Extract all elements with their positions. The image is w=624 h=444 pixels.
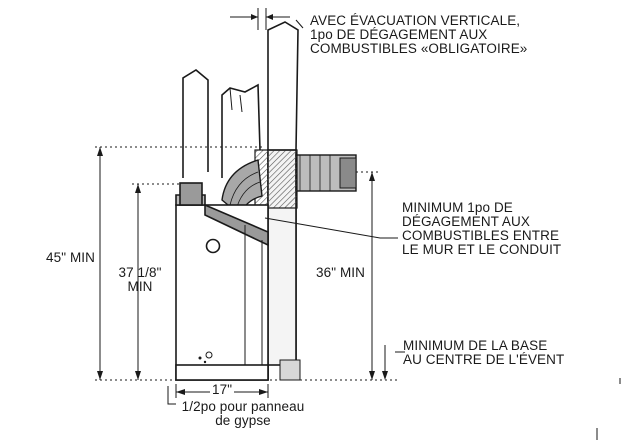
- vertical-vent-pipes: [182, 69, 261, 178]
- horizontal-vent-termination: [254, 149, 357, 209]
- wall-conduit-clearance-label: MINIMUM 1po DE DÉGAGEMENT AUX COMBUSTIBL…: [402, 200, 562, 257]
- dimension-lines: [95, 8, 400, 405]
- base-to-vent-label: MINIMUM DE LA BASE AU CENTRE DE L'ÉVENT: [403, 338, 565, 367]
- gypsum-panel-label: 1/2po pour panneau de gypse: [181, 399, 305, 428]
- dimension-37-min-label: 37 1/8" MIN: [118, 265, 162, 294]
- fireplace-unit: [175, 182, 269, 381]
- vertical-vent-clearance-label: AVEC ÉVACUATION VERTICALE, 1po DE DÉGAGE…: [310, 13, 528, 56]
- dimension-45-min-label: 45" MIN: [46, 250, 96, 265]
- dimension-36-min-label: 36" MIN: [316, 265, 366, 280]
- edge-marks: [596, 378, 621, 440]
- leader-lines: [264, 19, 405, 353]
- dimension-17-label: 17": [210, 382, 235, 397]
